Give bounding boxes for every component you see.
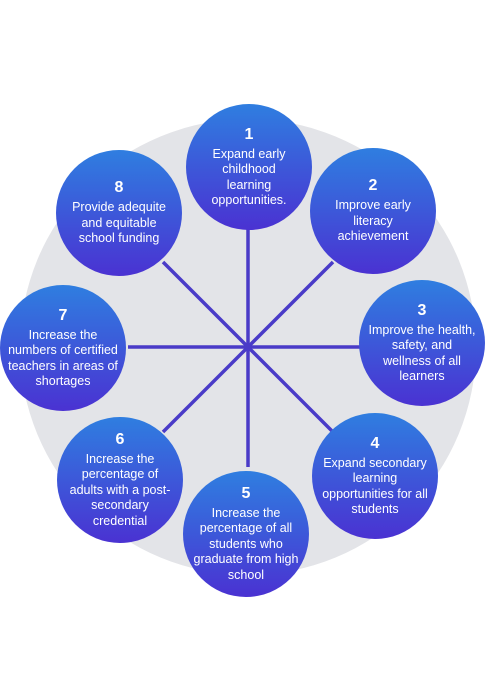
goal-circle-8: 8 Provide adequite and equitable school …: [56, 150, 182, 276]
goal-number: 4: [370, 434, 380, 452]
goal-circle-5: 5 Increase the percentage of all student…: [183, 471, 309, 597]
goal-circle-4: 4 Expand secondary learning opportunitie…: [312, 413, 438, 539]
goal-number: 6: [115, 430, 125, 448]
goal-text: Expand early childhood learning opportun…: [211, 146, 287, 208]
spoke-2: [246, 260, 335, 349]
spoke-6: [161, 345, 250, 434]
goal-text: Increase the numbers of certified teache…: [8, 327, 118, 389]
goal-text: Increase the percentage of all students …: [193, 505, 299, 582]
goal-number: 3: [417, 301, 427, 319]
goal-circle-1: 1 Expand early childhood learning opport…: [186, 104, 312, 230]
goal-number: 1: [244, 125, 254, 143]
goal-circle-6: 6 Increase the percentage of adults with…: [57, 417, 183, 543]
goal-number: 5: [241, 484, 251, 502]
goal-circle-2: 2 Improve early literacy achievement: [310, 148, 436, 274]
goal-circle-7: 7 Increase the numbers of certified teac…: [0, 285, 126, 411]
goal-text: Improve early literacy achievement: [335, 198, 411, 244]
spoke-8: [161, 260, 250, 349]
goal-number: 8: [114, 179, 124, 197]
goal-circle-3: 3 Improve the health, safety, and wellne…: [359, 280, 485, 406]
goal-text: Improve the health, safety, and wellness…: [368, 322, 476, 384]
goal-text: Expand secondary learning opportunities …: [322, 455, 428, 517]
goal-number: 2: [368, 177, 378, 195]
connector-spokes: [128, 227, 368, 467]
spoke-4: [246, 345, 335, 434]
goal-text: Provide adequite and equitable school fu…: [72, 200, 166, 246]
goal-number: 7: [58, 306, 68, 324]
goal-text: Increase the percentage of adults with a…: [69, 451, 171, 528]
